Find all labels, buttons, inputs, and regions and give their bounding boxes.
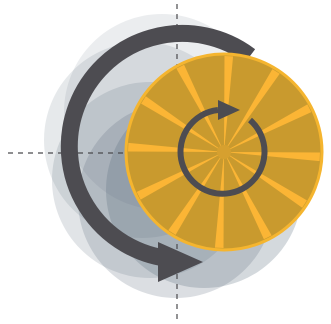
wheel-hub bbox=[217, 145, 231, 159]
wheel-icon bbox=[126, 54, 322, 250]
